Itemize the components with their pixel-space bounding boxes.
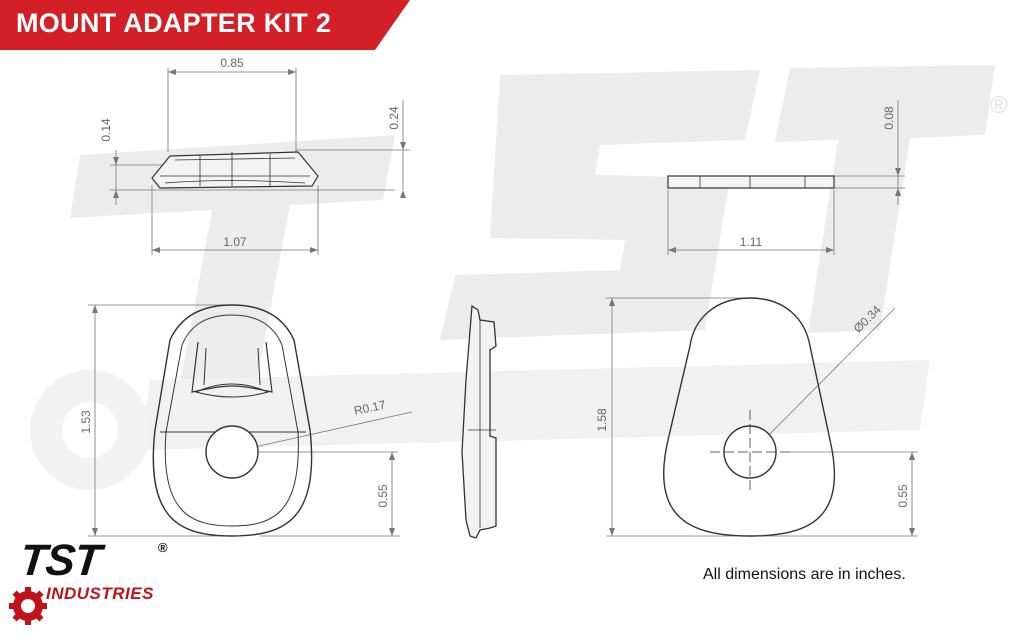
title-banner [0, 0, 410, 50]
side-view-part [461, 304, 497, 539]
arrowheads [92, 69, 915, 536]
dim-front-radius: R0.17 [353, 398, 388, 418]
watermark-logo [30, 65, 995, 490]
dim-front-hole-height: 0.55 [376, 484, 390, 508]
dim-plate-hole-height: 0.55 [896, 484, 910, 508]
dimension-lines [88, 68, 918, 537]
plate-edge-part [667, 175, 835, 189]
dim-left-height-total: 0.24 [387, 106, 401, 130]
logo-registered-mark: ® [158, 540, 168, 555]
units-footnote: All dimensions are in inches. [703, 566, 906, 583]
dim-right-thickness: 0.08 [882, 106, 896, 130]
dim-left-bottom-width: 1.07 [223, 235, 247, 249]
brand-logo: TST ® INDUSTRIES [8, 536, 178, 626]
front-view-part [152, 304, 313, 537]
side-profile-part [151, 151, 319, 189]
dim-left-height-small: 0.14 [99, 118, 113, 142]
logo-industries-text: INDUSTRIES [46, 584, 154, 603]
watermark-registered-mark: ® [990, 92, 1008, 119]
gear-icon [9, 587, 47, 625]
dim-front-height: 1.53 [79, 410, 93, 434]
flat-plate-part [663, 297, 836, 537]
dim-plate-height: 1.58 [595, 408, 609, 432]
logo-brand-text: TST [17, 536, 103, 585]
page-title: MOUNT ADAPTER KIT 2 [16, 8, 332, 38]
dim-top-width: 0.85 [220, 56, 244, 70]
dim-right-bottom-width: 1.11 [740, 235, 763, 249]
